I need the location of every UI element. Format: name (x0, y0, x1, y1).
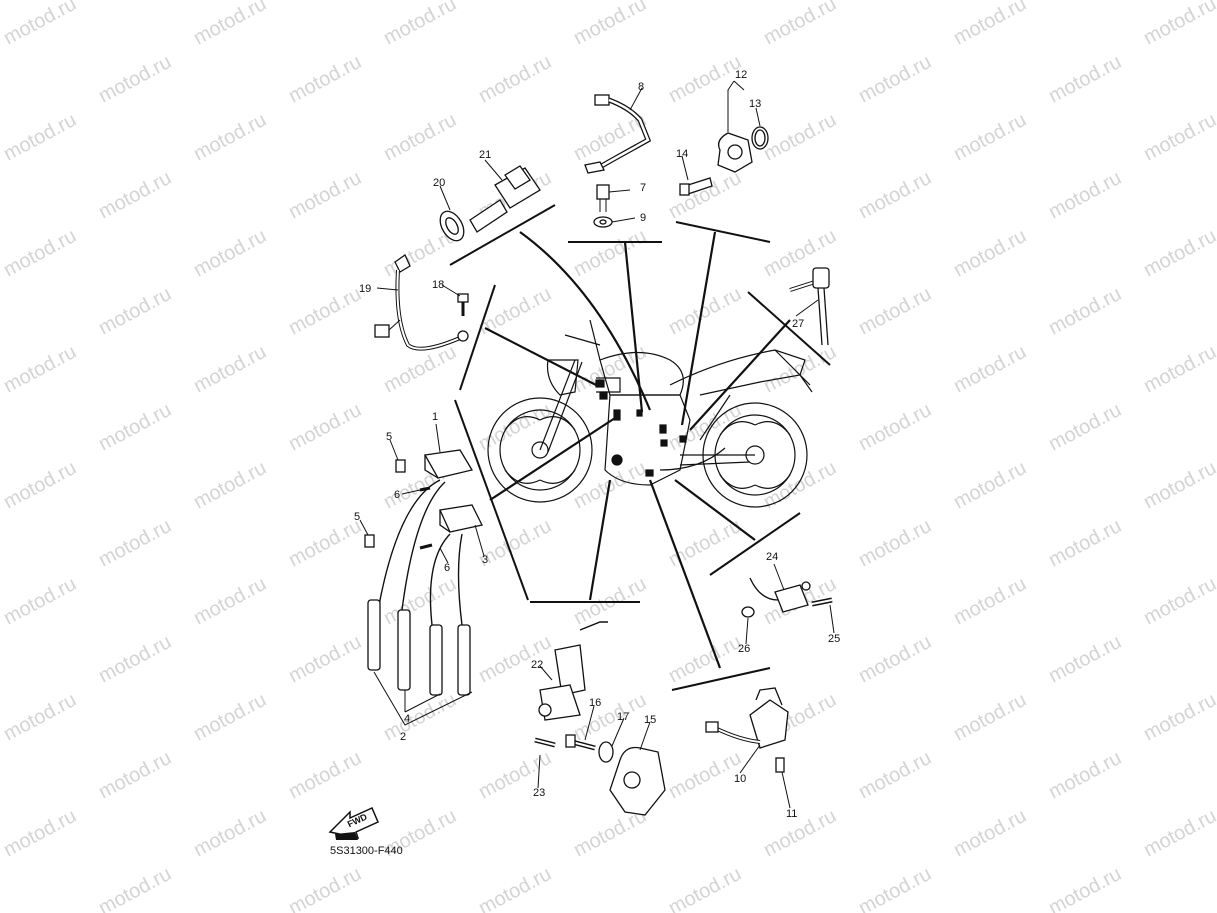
callout-25: 25 (828, 633, 840, 645)
callout-20: 20 (433, 177, 445, 189)
callout-14: 14 (676, 148, 688, 160)
part-neutral-switch (741, 577, 833, 618)
leader-lines (484, 231, 791, 669)
part-thermo-switch (439, 165, 541, 242)
callout-16: 16 (589, 697, 601, 709)
callout-18: 18 (432, 279, 444, 291)
part-speed-sensor (679, 126, 769, 196)
callout-7: 7 (640, 182, 646, 194)
callout-22: 22 (531, 659, 543, 671)
callout-4: 4 (404, 713, 410, 725)
part-sidestand-switch (789, 267, 830, 346)
callout-24: 24 (766, 551, 778, 563)
callout-9: 9 (640, 212, 646, 224)
callout-2: 2 (400, 731, 406, 743)
callout-6a: 6 (394, 489, 400, 501)
forward-arrow-icon: FWD (328, 807, 379, 840)
callout-5a: 5 (386, 431, 392, 443)
callout-21: 21 (479, 149, 491, 161)
callout-1: 1 (432, 411, 438, 423)
callout-5b: 5 (354, 511, 360, 523)
callout-8: 8 (638, 81, 644, 93)
part-crank-sensor (705, 687, 789, 773)
part-rotor (565, 734, 666, 816)
callout-10: 10 (734, 773, 746, 785)
callout-labels: 1 2 3 4 5 5 6 6 7 8 9 10 11 12 13 14 15 … (354, 69, 840, 820)
callout-3: 3 (482, 554, 488, 566)
callout-11: 11 (786, 808, 797, 820)
callout-12: 12 (735, 69, 747, 81)
callout-13: 13 (749, 98, 761, 110)
callout-leaders (359, 80, 835, 809)
callout-17: 17 (617, 711, 629, 723)
motorcycle-outline (487, 319, 813, 508)
callout-26: 26 (738, 643, 750, 655)
callout-19: 19 (359, 283, 371, 295)
callout-6b: 6 (444, 562, 450, 574)
group-brackets (449, 204, 831, 691)
part-ground-lead (374, 254, 469, 351)
part-oil-sender (584, 94, 652, 228)
part-ignition-coils (364, 449, 483, 696)
callout-15: 15 (644, 714, 656, 726)
callout-27: 27 (792, 318, 804, 330)
drawing-code: 5S31300-F440 (330, 845, 403, 857)
callout-23: 23 (533, 787, 545, 799)
part-pickup-coil (534, 621, 608, 748)
